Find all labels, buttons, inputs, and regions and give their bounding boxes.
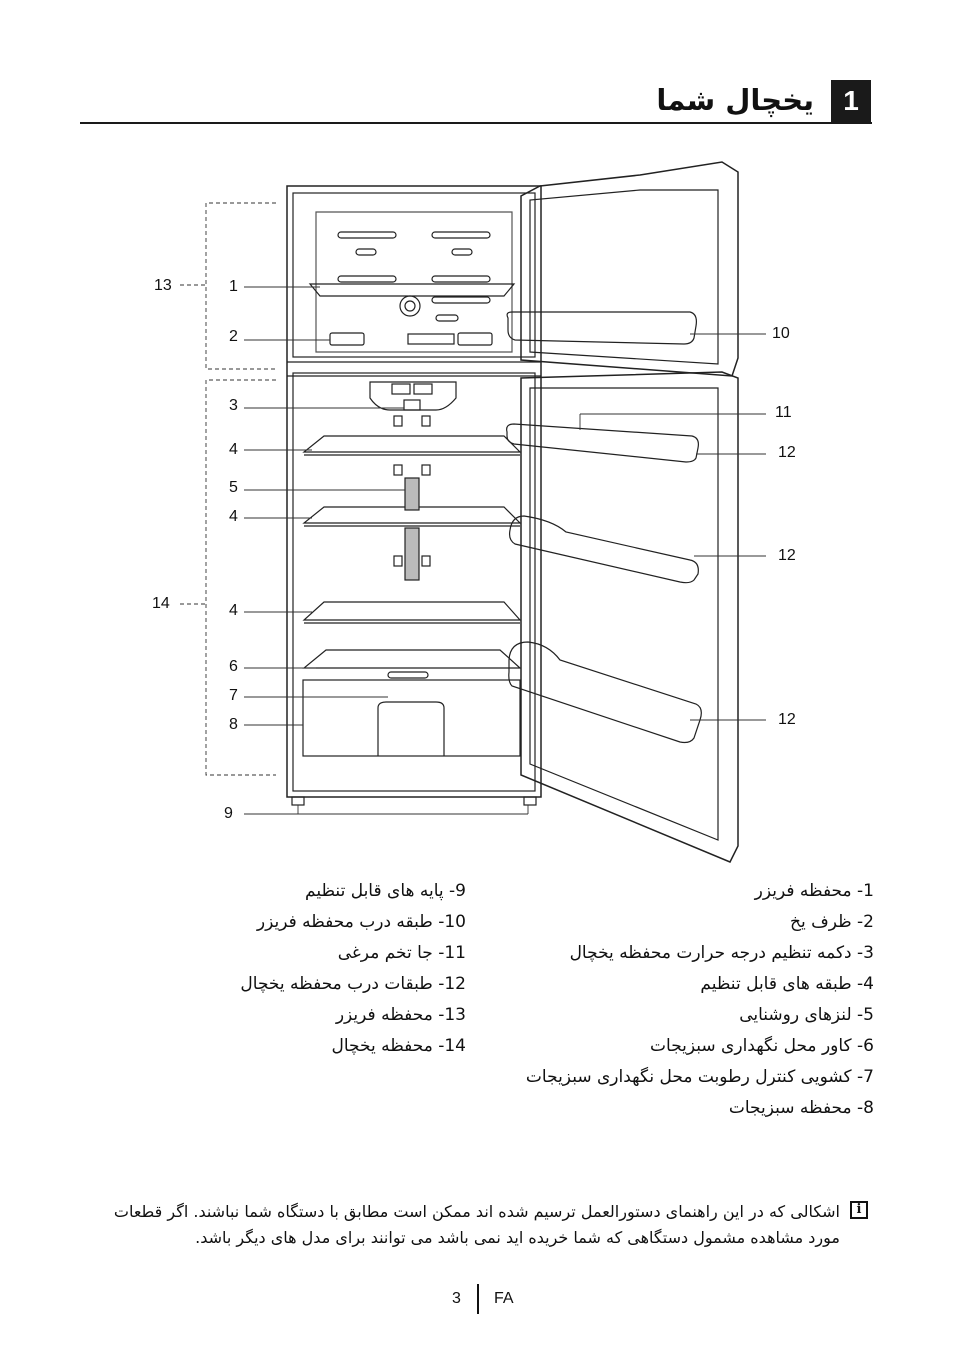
legend-item: 4- طبقه های قابل تنظیم: [526, 969, 874, 1000]
legend-left-column: 9- پایه های قابل تنظیم 10- طبقه درب محفظ…: [240, 876, 466, 1062]
callout-label: 7: [229, 687, 238, 704]
freezer-door: [521, 162, 738, 376]
legend-item: 2- ظرف یخ: [526, 907, 874, 938]
callout-label: 4: [229, 508, 238, 525]
legend-item: 12- طبقات درب محفظه یخچال: [240, 969, 466, 1000]
callout-label: 12: [778, 547, 796, 564]
callout-label: 6: [229, 658, 238, 675]
crisper-drawer: [303, 680, 520, 756]
callout-label: 12: [778, 444, 796, 461]
callout-label: 10: [772, 325, 790, 342]
adjustable-foot: [292, 797, 304, 805]
language-code: FA: [494, 1290, 514, 1308]
callout-label: 11: [775, 404, 792, 421]
fridge-door: [521, 372, 738, 862]
light-lens: [405, 478, 419, 510]
callout-label: 4: [229, 602, 238, 619]
callout-label: 1: [229, 278, 238, 295]
legend-item: 14- محفظه یخچال: [240, 1031, 466, 1062]
shelf: [304, 436, 520, 452]
adjustable-foot: [524, 797, 536, 805]
callout-label: 4: [229, 441, 238, 458]
callout-label: 14: [152, 595, 170, 612]
crisper-cover: [304, 650, 520, 668]
info-icon: i: [850, 1201, 868, 1219]
legend-item: 3- دکمه تنظیم درجه حرارت محفظه یخچال: [526, 938, 874, 969]
note-text: اشکالی که در این راهنمای دستورالعمل ترسی…: [100, 1199, 840, 1251]
page-number: 3: [452, 1290, 461, 1308]
callout-label: 5: [229, 479, 238, 496]
legend-item: 8- محفظه سبزیجات: [526, 1093, 874, 1124]
callout-label: 2: [229, 328, 238, 345]
callout-label: 13: [154, 277, 172, 294]
footer-divider: [477, 1284, 479, 1314]
legend-item: 1- محفظه فریزر: [526, 876, 874, 907]
callout-label: 8: [229, 716, 238, 733]
legend-item: 7- کشویی کنترل رطوبت محل نگهداری سبزیجات: [526, 1062, 874, 1093]
callout-label: 9: [224, 805, 233, 822]
light-lens: [405, 528, 419, 580]
legend-item: 9- پایه های قابل تنظیم: [240, 876, 466, 907]
humidity-control: [388, 672, 428, 678]
ice-tray: [330, 333, 364, 345]
legend-right-column: 1- محفظه فریزر 2- ظرف یخ 3- دکمه تنظیم د…: [526, 876, 874, 1124]
refrigerator-diagram: 1 2 3 4 5 4 4 6 7 8 9 10 11 12 12 12 13 …: [0, 0, 954, 870]
legend-item: 5- لنزهای روشنایی: [526, 1000, 874, 1031]
shelf: [304, 602, 520, 620]
callout-label: 3: [229, 397, 238, 414]
legend-item: 13- محفظه فریزر: [240, 1000, 466, 1031]
callout-label: 12: [778, 711, 796, 728]
legend-item: 10- طبقه درب محفظه فریزر: [240, 907, 466, 938]
legend-item: 6- کاور محل نگهداری سبزیجات: [526, 1031, 874, 1062]
legend-item: 11- جا تخم مرغی: [240, 938, 466, 969]
